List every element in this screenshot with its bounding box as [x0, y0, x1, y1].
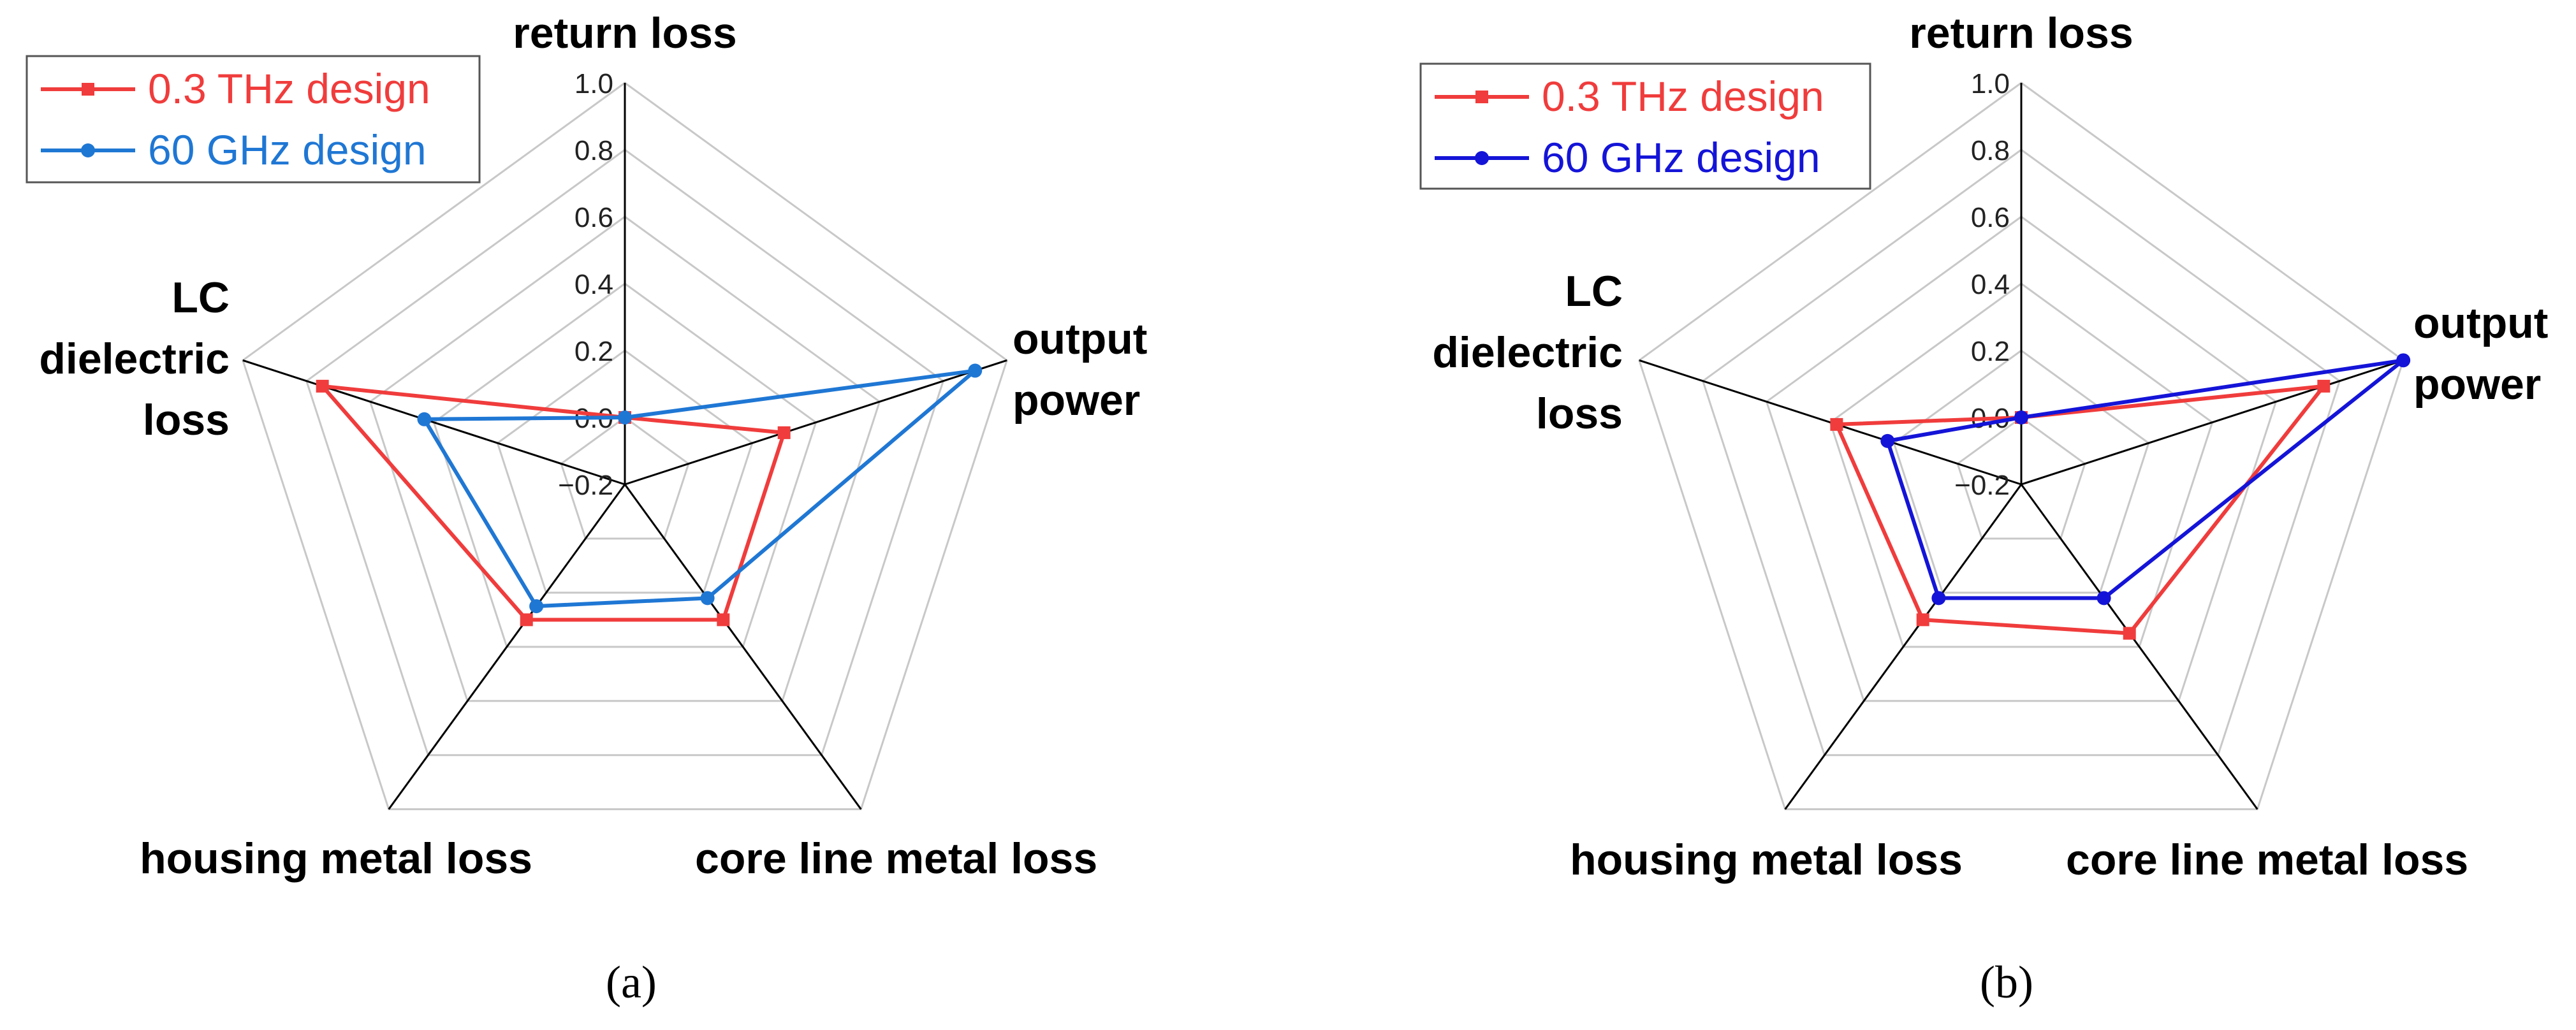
data-point — [529, 599, 544, 614]
series-line — [320, 384, 786, 622]
axis-label: LC — [172, 273, 230, 322]
tick-label: 1.0 — [574, 68, 613, 99]
tick-label: 0.2 — [574, 336, 613, 367]
axis-spoke — [388, 484, 626, 810]
axis-label: LC — [1565, 267, 1623, 316]
axis-label: return loss — [1909, 9, 2133, 57]
series-line — [422, 368, 977, 609]
axis-spoke — [242, 359, 626, 486]
data-point — [316, 379, 329, 393]
axis-label: core line metal loss — [695, 834, 1097, 883]
data-point — [968, 363, 983, 378]
axis-label: power — [1013, 376, 1140, 424]
axis-label: loss — [1536, 389, 1623, 438]
legend-swatch-marker — [1475, 151, 1489, 165]
axis-label: dielectric — [1432, 328, 1623, 377]
axis-label: output — [1013, 315, 1147, 363]
data-point — [1830, 417, 1843, 431]
grid-ring — [305, 149, 945, 757]
axis-label: core line metal loss — [2066, 836, 2468, 884]
grid-ring — [560, 416, 690, 540]
tick-label: 0.8 — [574, 135, 613, 166]
axis-label: housing metal loss — [1570, 836, 1963, 884]
series-line — [1885, 358, 2406, 600]
grid-ring — [1765, 215, 2278, 702]
axis-label: output — [2413, 299, 2548, 347]
tick-label: 0.2 — [1971, 336, 2010, 367]
axis-label: dielectric — [39, 335, 230, 383]
legend-swatch-marker — [1475, 91, 1488, 103]
grid-ring — [1892, 349, 2150, 594]
axis-spoke — [2020, 484, 2258, 810]
data-point — [2123, 627, 2136, 640]
data-point — [618, 410, 632, 424]
grid-ring — [242, 82, 1008, 811]
legend-label: 0.3 THz design — [1542, 73, 1824, 120]
tick-label: 0.4 — [574, 269, 613, 300]
legend-label: 0.3 THz design — [148, 65, 430, 112]
legend-swatch-marker — [82, 83, 94, 96]
legend-box — [26, 55, 481, 184]
tick-label: 0.6 — [1971, 202, 2010, 233]
grid-ring — [1638, 82, 2404, 811]
data-point — [1931, 591, 1946, 606]
data-point — [2396, 353, 2411, 368]
data-point — [777, 426, 791, 439]
data-point — [2014, 410, 2028, 424]
legend-label: 60 GHz design — [1542, 134, 1820, 181]
data-point — [700, 591, 715, 606]
tick-label: −0.2 — [558, 470, 613, 501]
series-line — [1834, 384, 2326, 635]
tick-label: 0.6 — [574, 202, 613, 233]
axis-label: power — [2413, 360, 2541, 409]
grid-ring — [1701, 149, 2341, 757]
tick-label: 1.0 — [1971, 68, 2010, 99]
axis-label: loss — [143, 396, 230, 444]
data-point — [1916, 613, 1929, 627]
tick-label: 0.4 — [1971, 269, 2010, 300]
data-point — [1880, 433, 1895, 448]
axis-spoke — [624, 359, 1007, 486]
axis-label: housing metal loss — [140, 834, 532, 883]
legend-label: 60 GHz design — [148, 126, 427, 173]
legend-swatch-marker — [81, 143, 95, 157]
panel-label-b: (b) — [1980, 957, 2033, 1008]
axis-spoke — [1784, 484, 2023, 810]
panel-label-a: (a) — [606, 957, 657, 1008]
grid-ring — [369, 215, 881, 702]
axis-label: return loss — [513, 9, 736, 57]
axis-spoke — [2021, 359, 2404, 486]
grid-ring — [1956, 416, 2086, 540]
axis-spoke — [624, 484, 862, 810]
data-point — [717, 613, 730, 627]
data-point — [520, 613, 533, 627]
legend-box — [1419, 62, 1871, 190]
data-point — [2097, 591, 2111, 606]
tick-label: 0.8 — [1971, 135, 2010, 166]
data-point — [2317, 379, 2331, 393]
data-point — [417, 412, 432, 426]
tick-label: −0.2 — [1954, 470, 2010, 501]
